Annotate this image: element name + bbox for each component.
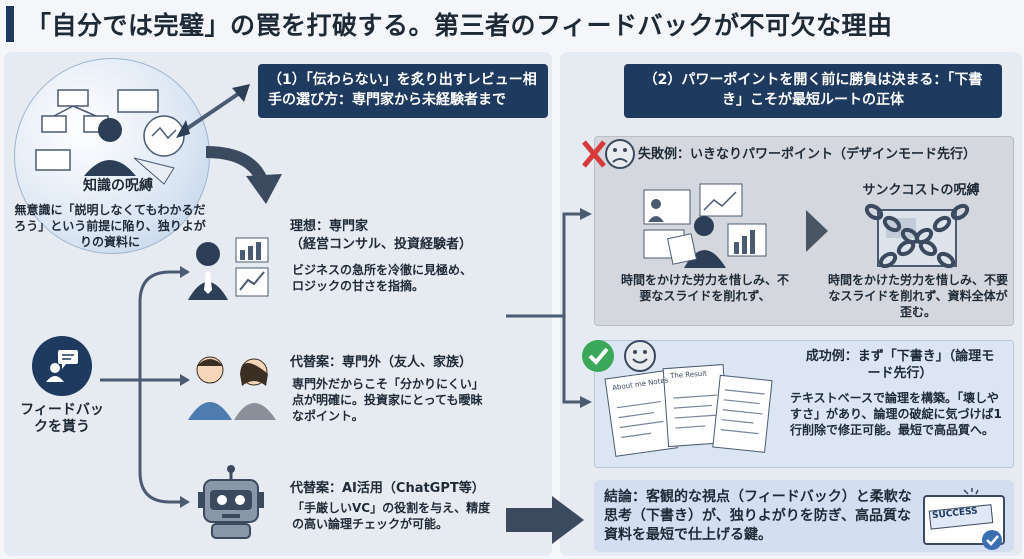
curved-arrow <box>205 146 282 204</box>
option-1-subtitle: （経営コンサル、投資経験者） <box>290 237 473 252</box>
feedback-label: フィードバックを貰う <box>20 402 104 435</box>
branch-arrows <box>100 266 190 508</box>
title-accent <box>6 6 14 42</box>
curse-illustration <box>35 89 185 185</box>
failure-title: 失敗例：いきなりパワーポイント（デザインモード先行） <box>638 147 977 162</box>
draft-notes-illustration <box>604 364 773 457</box>
powerpoint-work-illustration <box>643 183 767 268</box>
option-2-title: 代替案：専門外（友人、家族） <box>290 355 473 370</box>
sunk-cost-title: サンクコストの呪縛 <box>862 183 980 198</box>
option-3-title: 代替案：AI活用（ChatGPT等） <box>290 481 485 496</box>
curse-title: 知識の呪縛 <box>83 178 153 194</box>
title-bar <box>0 0 1024 50</box>
chained-slide-icon <box>864 203 970 269</box>
success-check-icon <box>582 340 656 372</box>
connector-lines <box>506 208 592 408</box>
failure-x-icon <box>582 139 635 169</box>
section-header-1: （1）「伝わらない」を炙り出すレビュー相手の選び方：専門家から未経験者まで <box>258 64 548 118</box>
expert-icon <box>188 237 269 300</box>
success-title: 成功例：まず「下書き」（論理モード先行） <box>805 349 995 381</box>
success-desc: テキストベースで論理を構築。「壊しやすさ」があり、論理の破綻に気づけば1行削除で… <box>790 391 1002 437</box>
robot-icon <box>198 465 264 539</box>
dart-icon <box>176 84 250 138</box>
section-header-2: （2）パワーポイントを開く前に勝負は決まる：「下書き」こそが最短ルートの正体 <box>624 64 1002 118</box>
feedback-icon <box>46 350 78 382</box>
failure-right-caption: 時間をかけた労力を惜しみ、不要なスライドを削れず、資料全体が歪む。 <box>828 273 1009 319</box>
option-1-desc: ビジネスの急所を冷徹に見極め、ロジックの甘さを指摘。 <box>292 263 473 293</box>
option-3-desc: 「手厳しいVC」の役割を与え、精度の高い論理チェックが可能。 <box>292 501 491 531</box>
option-2-desc: 専門外だからこそ「分かりにくい」点が明確に。投資家にとっても曖昧なポイント。 <box>292 377 484 423</box>
success-monitor-icon <box>923 488 1005 550</box>
failure-left-caption: 時間をかけた労力を惜しみ、不要なスライドを削れず、 <box>620 273 789 303</box>
curse-desc: 無意識に「説明しなくてもわかるだろう」という前提に陥り、独りよがりの資料に <box>14 203 206 249</box>
failure-arrow <box>806 210 828 252</box>
conclusion-arrow <box>506 496 584 544</box>
page-title: 「自分では完璧」の罠を打破する。第三者のフィードバックが不可欠な理由 <box>26 11 893 40</box>
option-1-title: 理想：専門家 <box>290 219 369 234</box>
friends-family-icon <box>188 356 276 420</box>
conclusion-text: 結論：客観的な視点（フィードバック）と柔軟な思考（下書き）が、独りよがりを防ぎ、… <box>604 489 912 543</box>
